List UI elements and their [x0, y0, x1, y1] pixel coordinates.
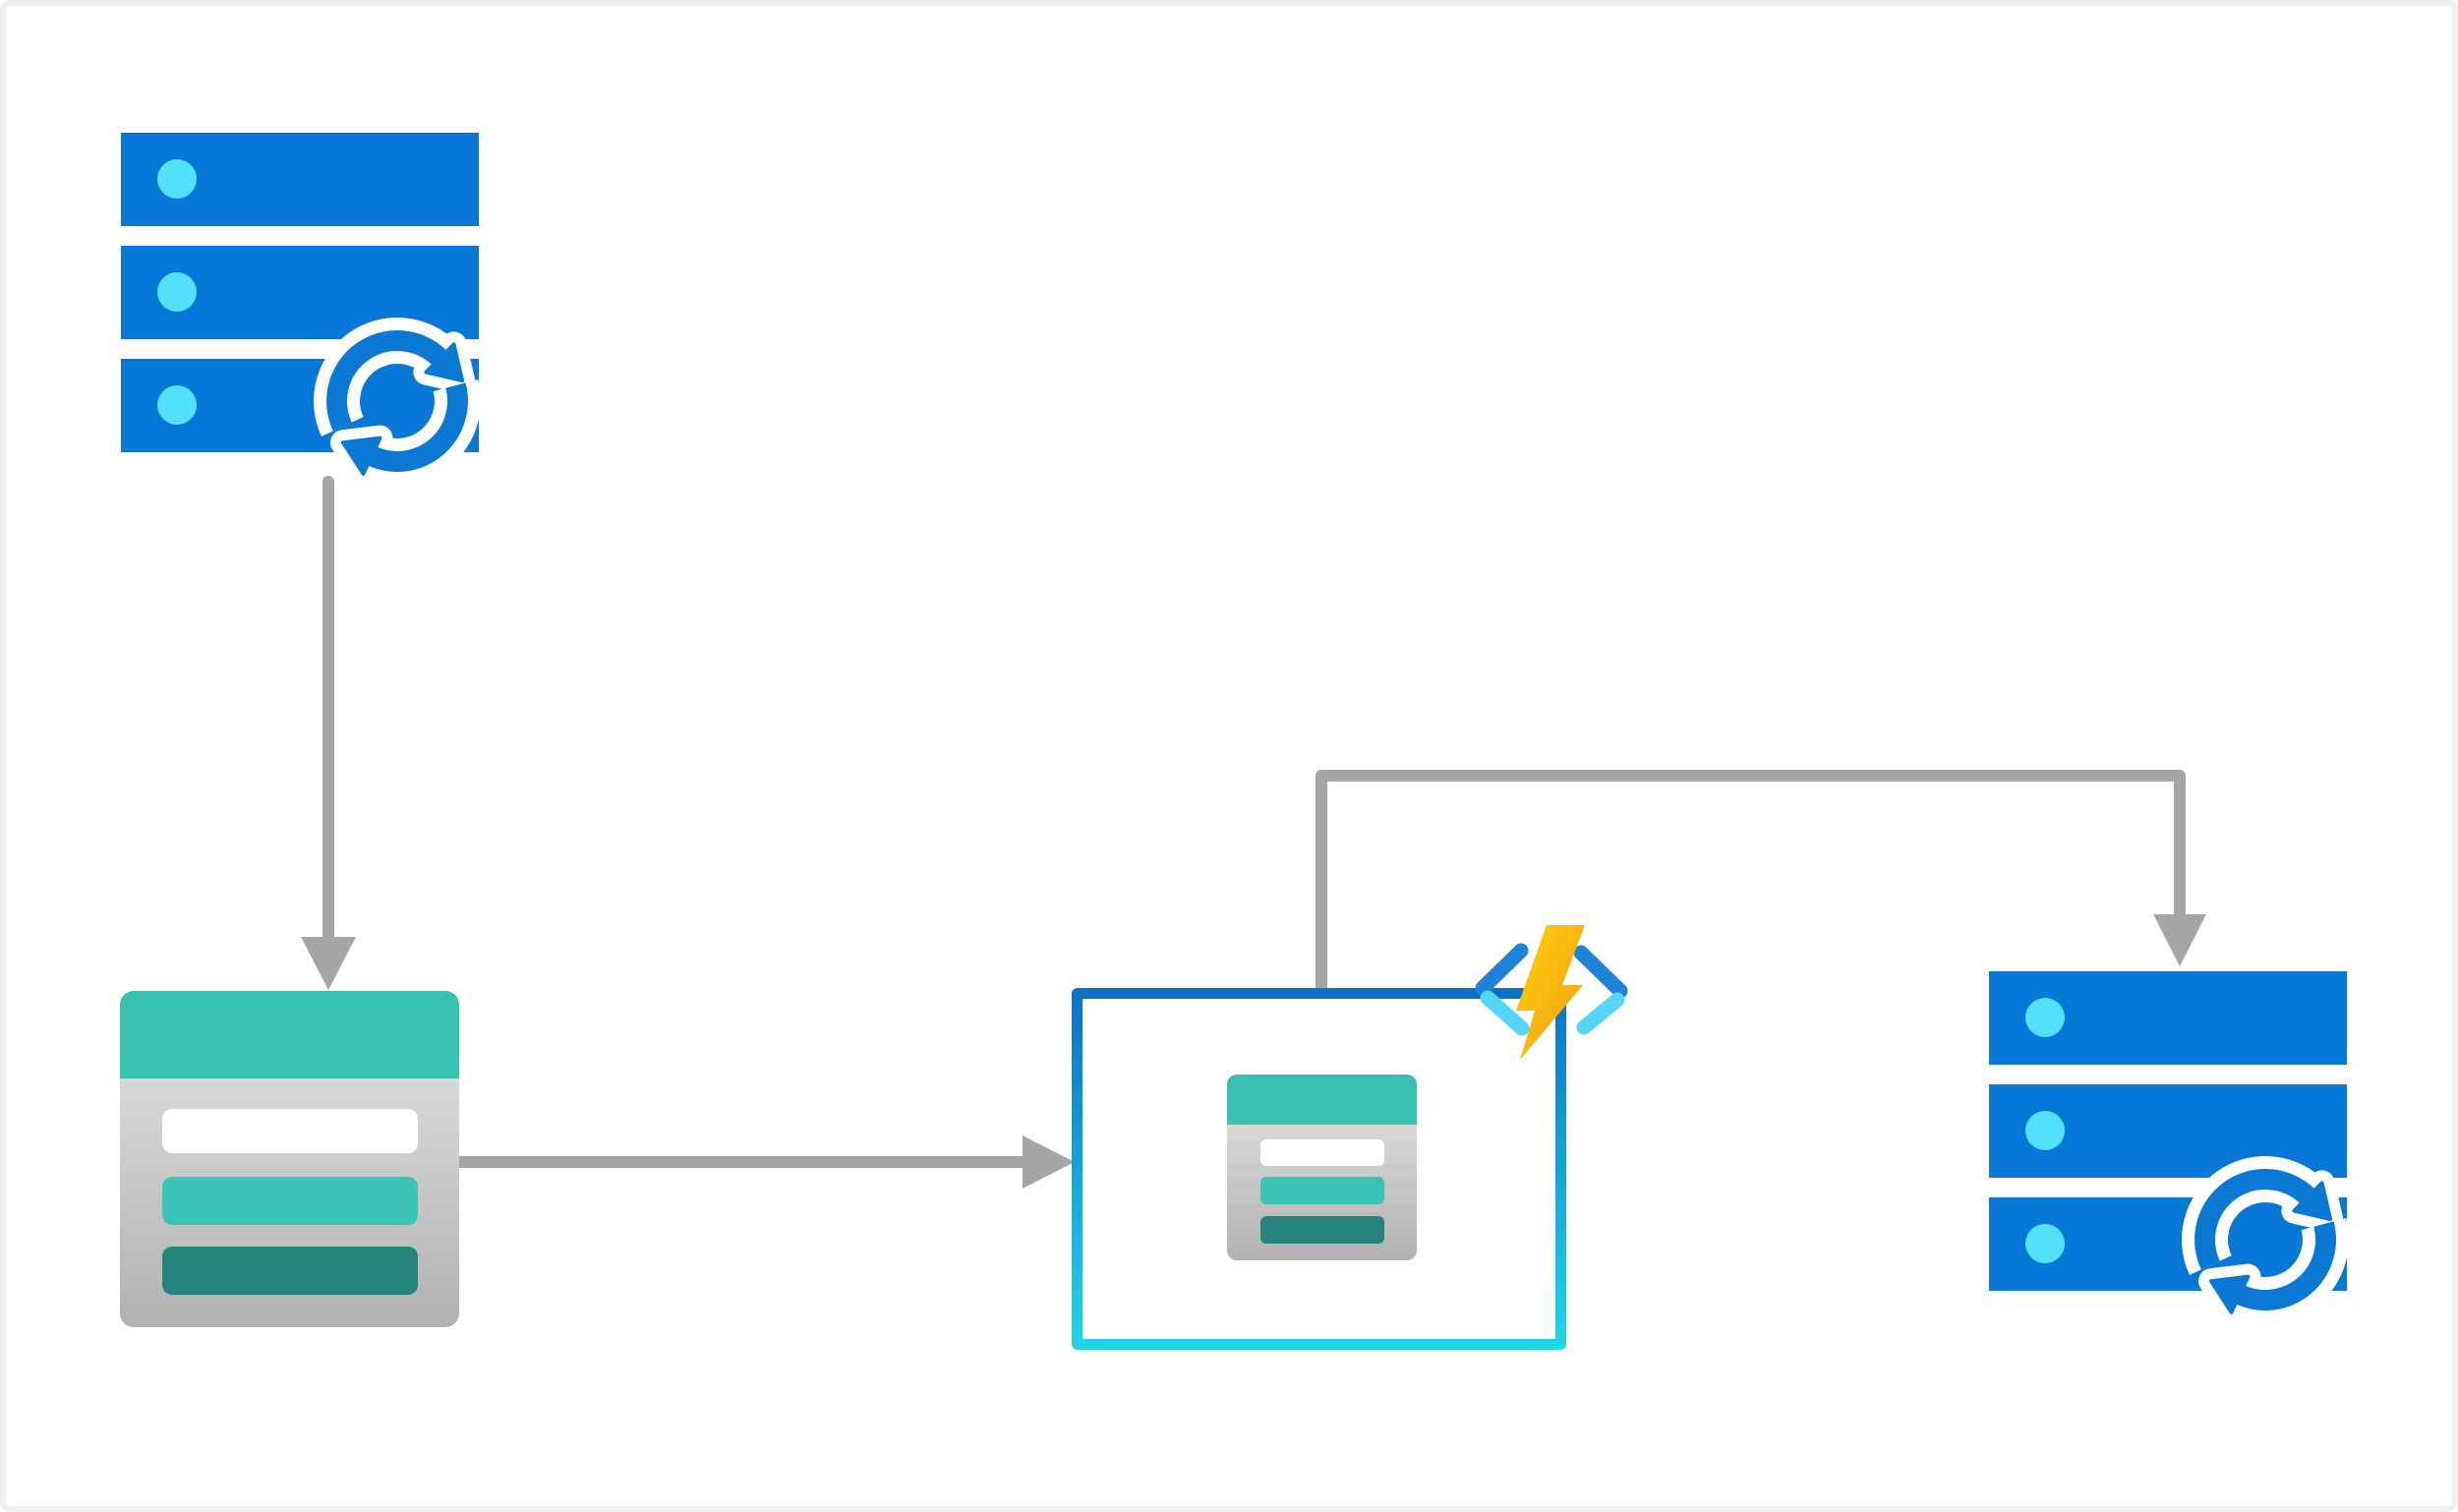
lightning-bolt-icon [1516, 925, 1585, 1060]
connector-source-server-to-table [301, 476, 356, 990]
server-led-dot [157, 272, 197, 312]
connector-table-to-function-box [452, 1135, 1075, 1189]
angle-bracket-right-icon [1576, 992, 1625, 1035]
server-led-dot [2025, 998, 2065, 1037]
arrowhead-down-icon [2153, 914, 2206, 966]
table-row-white [1260, 1139, 1384, 1166]
angle-bracket-left-icon [1480, 990, 1530, 1036]
source-database-server-icon [121, 133, 481, 487]
storage-table-icon [120, 991, 459, 1327]
server-led-dot [2025, 1224, 2065, 1263]
angle-bracket-left-icon [1475, 943, 1529, 996]
table-row-teal [1260, 1177, 1384, 1204]
table-row-teal [162, 1177, 418, 1225]
azure-functions-icon [1475, 925, 1628, 1060]
table-row-dark-teal [1260, 1216, 1384, 1244]
connector-function-box-to-destination-server [1316, 770, 2206, 989]
server-led-dot [157, 385, 197, 425]
connector-line-elbow [1316, 770, 2186, 989]
sync-arrows-icon [326, 330, 468, 476]
destination-database-server-icon [1989, 971, 2349, 1325]
arrowhead-down-icon [301, 937, 356, 990]
table-header [1227, 1075, 1417, 1125]
storage-table-icon-small [1227, 1075, 1417, 1260]
angle-bracket-right-icon [1573, 945, 1628, 999]
arrowhead-right-icon [1023, 1135, 1075, 1189]
server-led-dot [157, 159, 197, 199]
table-row-white [162, 1109, 418, 1153]
sync-arrows-icon [2195, 1169, 2336, 1314]
table-row-dark-teal [162, 1247, 418, 1295]
table-header [120, 991, 459, 1078]
server-led-dot [2025, 1111, 2065, 1150]
